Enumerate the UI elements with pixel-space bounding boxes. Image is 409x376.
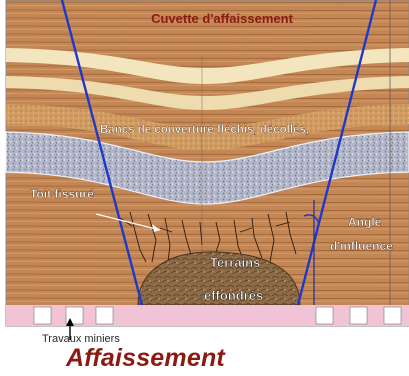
diagram-title: Affaissement [66, 344, 225, 373]
angle-label-line1: Angle [348, 215, 382, 229]
terrains-label-line2: effondrés [204, 288, 263, 303]
terrains-label-line1: Terrains [210, 255, 260, 270]
bancs-label: Bancs de couverture fléchis, décollés, [100, 124, 309, 136]
toit-label: Toit fissuré [30, 187, 94, 201]
cuvette-label: Cuvette d'affaissement [151, 11, 293, 26]
angle-label-line2: d'influence [330, 239, 393, 253]
